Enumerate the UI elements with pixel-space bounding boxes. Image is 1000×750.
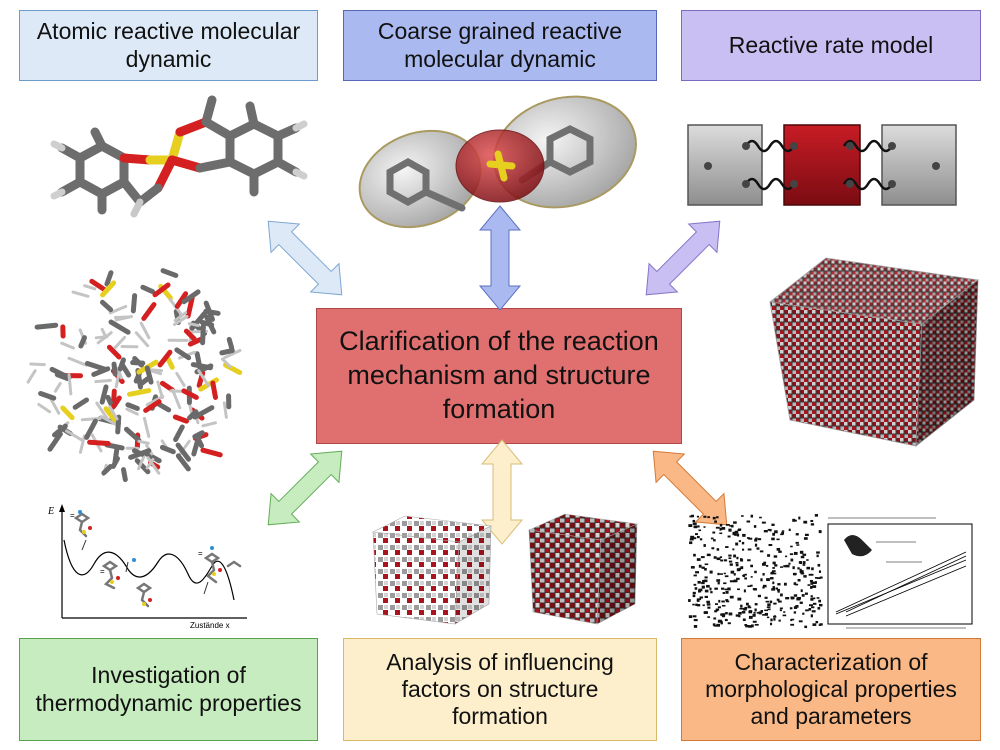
atomic-md-box: Atomic reactive molecular dynamic — [19, 10, 318, 81]
atomic-md-label: Atomic reactive molecular dynamic — [36, 18, 301, 72]
arrow-atomic — [253, 206, 357, 310]
svg-text:=: = — [100, 567, 105, 576]
energy-plot-image: E Zustände x = = = — [47, 504, 247, 630]
reactive-rate-model-label: Reactive rate model — [728, 31, 934, 58]
thermodynamic-label: Investigation of thermodynamic propertie… — [35, 662, 302, 716]
large-cube-image — [769, 257, 979, 447]
coarse-grained-md-label: Coarse grained reactive molecular dynami… — [377, 18, 623, 72]
svg-text:=: = — [70, 511, 75, 520]
svg-text:=: = — [198, 549, 203, 558]
energy-x-label: Zustände x — [190, 621, 230, 630]
coarse-grained-md-box: Coarse grained reactive molecular dynami… — [343, 10, 657, 81]
rate-model-image — [687, 124, 957, 206]
reactive-rate-model-box: Reactive rate model — [681, 10, 981, 81]
center-title: Clarification of the reaction mechanism … — [339, 326, 659, 424]
morphological-box: Characterization of morphological proper… — [681, 638, 981, 741]
energy-y-label: E — [47, 506, 54, 517]
small-cubes-image — [371, 513, 639, 625]
analysis-label: Analysis of influencing factors on struc… — [386, 648, 614, 730]
arrow-thermo — [253, 436, 357, 540]
analysis-box: Analysis of influencing factors on struc… — [343, 638, 657, 741]
molecule-cluster-image — [26, 268, 243, 483]
atomic-molecule-image — [50, 95, 308, 218]
morphology-image — [688, 514, 973, 629]
coarse-grained-image — [358, 95, 637, 229]
center-box: Clarification of the reaction mechanism … — [316, 308, 682, 444]
morphological-label: Characterization of morphological proper… — [705, 648, 957, 730]
thermodynamic-box: Investigation of thermodynamic propertie… — [19, 638, 318, 741]
